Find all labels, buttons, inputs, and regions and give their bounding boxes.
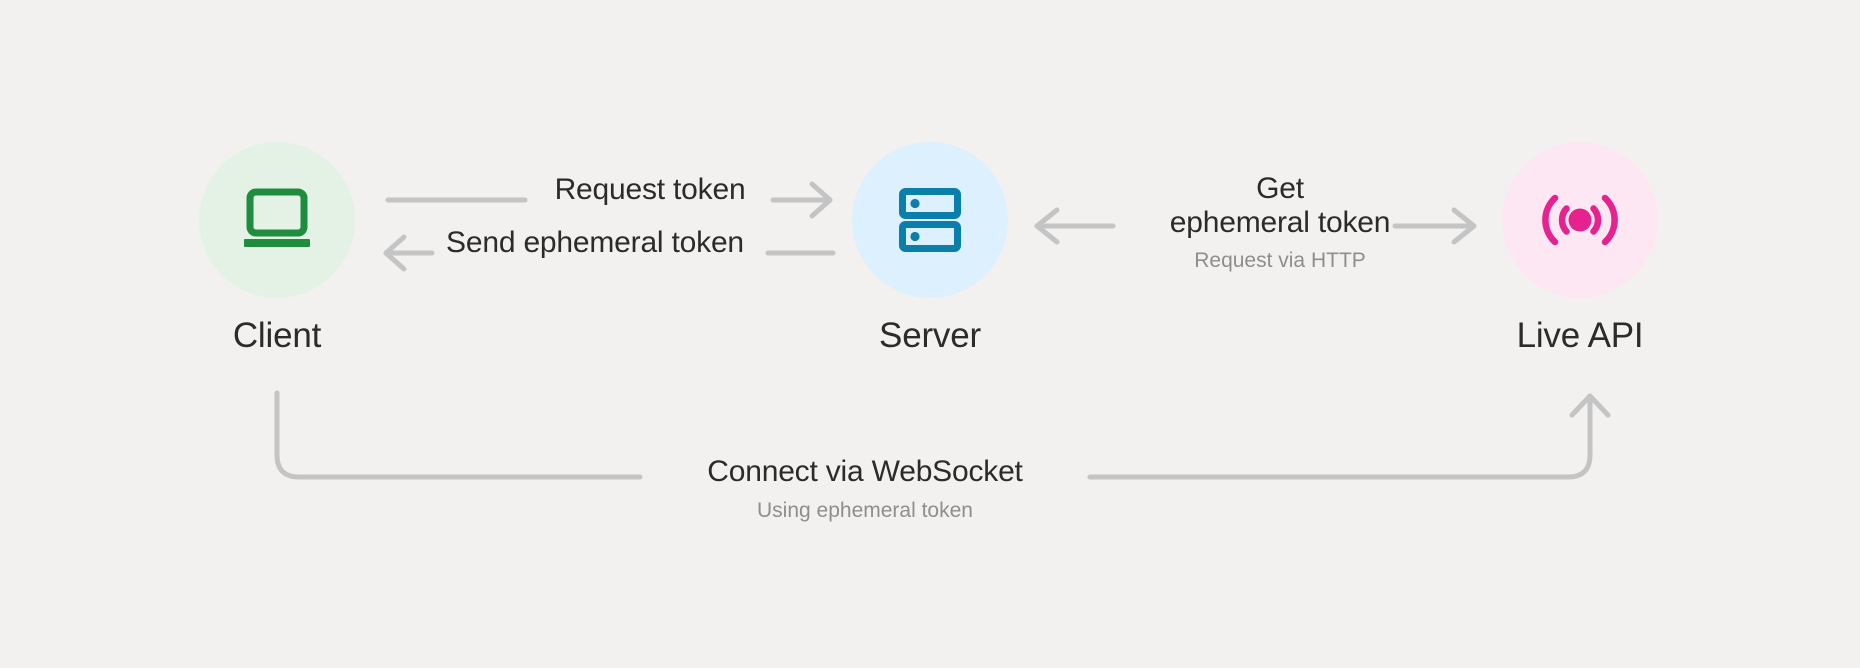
server-icon: [899, 188, 961, 252]
edge-label-request-token: Request token: [540, 173, 760, 207]
connector-connect-websocket: [274, 390, 1611, 480]
laptop-icon: [244, 188, 310, 247]
edge-label-connect-websocket-title: Connect via WebSocket: [707, 455, 1023, 488]
edge-label-connect-websocket-sublabel: Using ephemeral token: [757, 498, 973, 522]
node-live-api[interactable]: Live API: [1450, 142, 1710, 353]
node-server-circle: [852, 142, 1008, 298]
node-client[interactable]: Client: [147, 142, 407, 353]
edge-label-get-ephemeral-token-sublabel: Request via HTTP: [1194, 249, 1366, 273]
node-client-label: Client: [232, 316, 322, 355]
edge-label-send-ephemeral-token: Send ephemeral token: [430, 226, 760, 260]
connector-request-token: [385, 181, 833, 219]
edge-label-send-ephemeral-token-title: Send ephemeral token: [446, 226, 744, 259]
edge-label-get-ephemeral-token-line2: ephemeral token: [1169, 205, 1391, 239]
edge-label-get-ephemeral-token: Get ephemeral token Request via HTTP: [1150, 172, 1410, 273]
connector-get-token-left-arrow: [1034, 207, 1116, 245]
connector-send-ephemeral-token: [383, 234, 836, 272]
node-client-circle: [199, 142, 355, 298]
broadcast-icon: [1542, 194, 1618, 246]
node-server[interactable]: Server: [800, 142, 1060, 353]
node-server-label: Server: [879, 316, 981, 355]
node-live-api-circle: [1502, 142, 1658, 298]
connector-get-token-right-arrow: [1392, 207, 1477, 245]
edge-label-connect-websocket: Connect via WebSocket Using ephemeral to…: [655, 455, 1075, 523]
node-live-api-label: Live API: [1516, 316, 1644, 355]
edge-label-request-token-title: Request token: [554, 173, 746, 206]
edge-label-get-ephemeral-token-line1: Get: [1256, 172, 1304, 205]
